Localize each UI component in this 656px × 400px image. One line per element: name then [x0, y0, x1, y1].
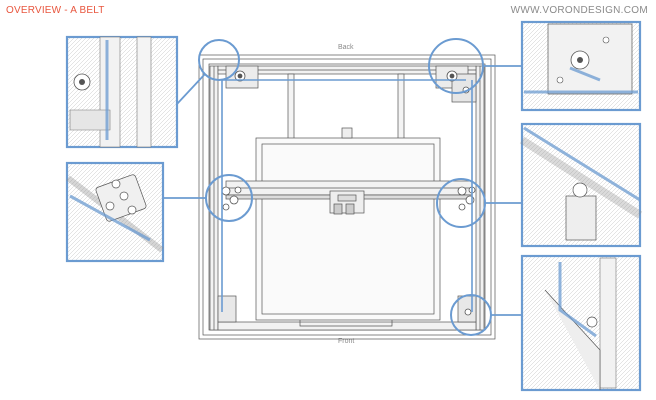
detail-panel-mid-left: [65, 161, 165, 263]
callout-circles: [198, 38, 492, 336]
front-label: Front: [338, 338, 355, 345]
page-title: OVERVIEW - A BELT: [6, 5, 105, 16]
a-belt-path: [221, 79, 473, 312]
detail-panel-top-left: [65, 35, 179, 149]
callout-circle-top-left: [198, 39, 240, 81]
detail-panel-mid-right: [519, 122, 643, 248]
callout-connectors: [163, 65, 522, 316]
detail-panel-bottom-right: [520, 254, 642, 392]
detail-panel-top-right: [520, 20, 642, 112]
printer-frame: [198, 54, 496, 340]
website-url: WWW.VORONDESIGN.COM: [510, 5, 648, 16]
back-label: Back: [338, 44, 354, 51]
